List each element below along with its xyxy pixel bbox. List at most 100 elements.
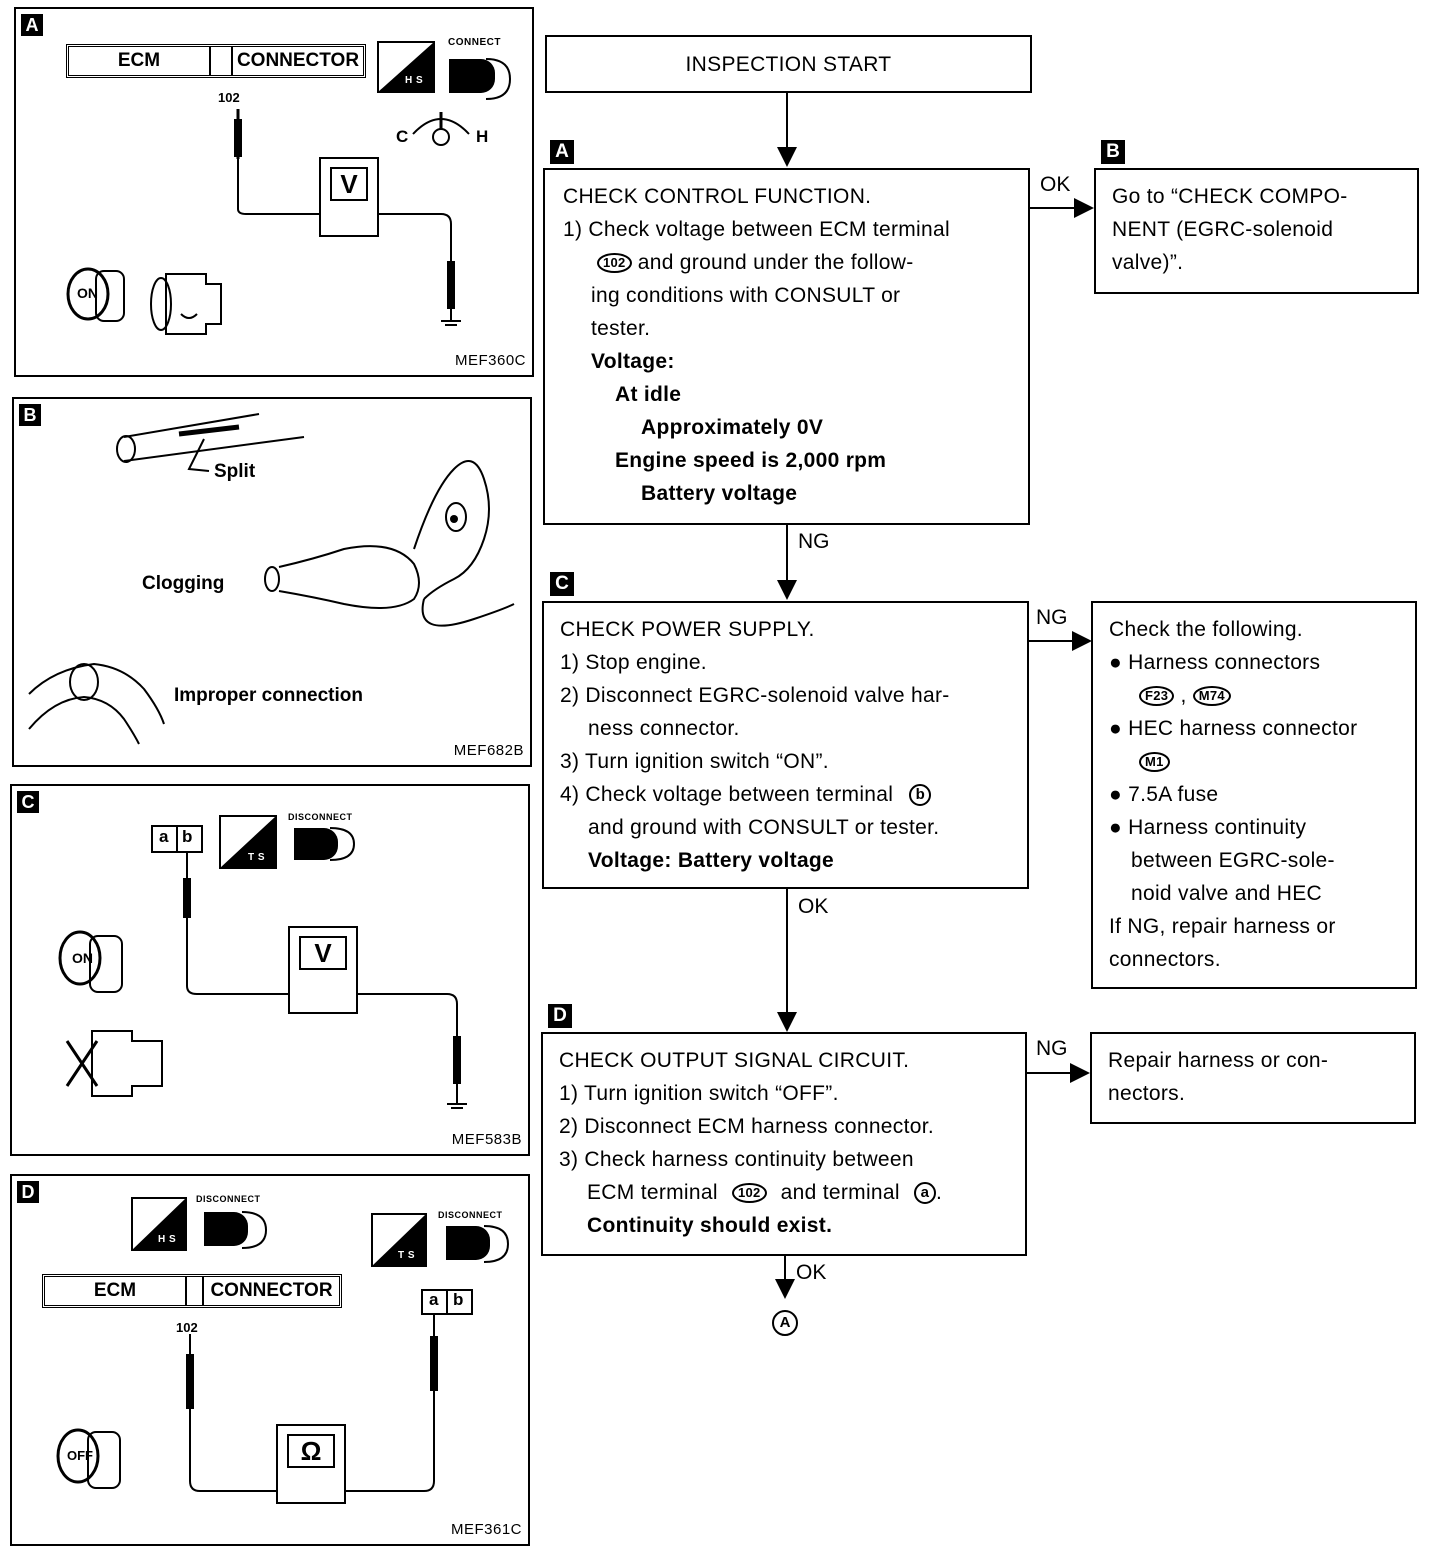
key-off-label: OFF xyxy=(67,1448,93,1463)
step-a-approx-0v: Approximately 0V xyxy=(641,416,824,439)
step-c-line-1: 1) Stop engine. xyxy=(560,651,707,674)
connector-separator: , xyxy=(1180,684,1187,707)
step-c-line-6: and ground with CONSULT or tester. xyxy=(588,816,940,839)
key-on-label: ON xyxy=(77,285,98,301)
panel-d-letter: D xyxy=(17,1181,39,1203)
step-c-ng-box: Check the following. ● Harness connector… xyxy=(1091,601,1417,989)
ecm-label: ECM xyxy=(45,1277,187,1305)
connector-label: CONNECTOR xyxy=(202,1277,339,1305)
connector-terminal-a: a xyxy=(429,1290,439,1309)
voltmeter: V xyxy=(319,157,379,237)
voltmeter-face: V xyxy=(299,936,347,970)
voltmeter: V xyxy=(288,926,358,1014)
step-c-ng-line-8: between EGRC-sole- xyxy=(1131,849,1335,872)
step-c-line-4: 3) Turn ignition switch “ON”. xyxy=(560,750,829,773)
step-c-title: CHECK POWER SUPPLY. xyxy=(560,618,815,641)
connector-terminal-b: b xyxy=(182,827,193,846)
hs-label[interactable]: H S xyxy=(405,75,424,86)
step-c-box: CHECK POWER SUPPLY. 1) Stop engine. 2) D… xyxy=(542,601,1029,889)
step-c-ng-line-3: F23 , M74 xyxy=(1109,679,1415,712)
ng-label-d-to-repair: NG xyxy=(1036,1037,1068,1060)
hs-label[interactable]: H S xyxy=(158,1234,177,1245)
step-b-line-1: Go to “CHECK COMPO- xyxy=(1112,185,1348,208)
clogging-label: Clogging xyxy=(142,573,225,594)
step-a-voltage-label: Voltage: xyxy=(591,350,675,373)
disconnect-label-2: DISCONNECT xyxy=(438,1210,503,1220)
ng-label-c-to-check: NG xyxy=(1036,606,1068,629)
continue-to-a-marker: A xyxy=(772,1310,798,1336)
step-d-line-1: 1) Turn ignition switch “OFF”. xyxy=(559,1082,839,1105)
panel-b-letter: B xyxy=(19,404,41,426)
terminal-a-badge: a xyxy=(913,1182,936,1205)
step-a-battery-voltage: Battery voltage xyxy=(641,482,798,505)
step-c-ng-line-11: connectors. xyxy=(1109,948,1221,971)
step-c-ng-line-10: If NG, repair harness or xyxy=(1109,915,1336,938)
step-d-line-4a: ECM terminal xyxy=(587,1181,718,1204)
step-d-line-4b: and terminal xyxy=(780,1181,900,1204)
illustration-panel-a: A ECM CONNECTOR 102 CONNECT H S C H V ON… xyxy=(14,7,534,377)
step-a-badge: A xyxy=(550,140,574,164)
connector-terminal-b: b xyxy=(453,1290,464,1309)
step-c-ng-line-7: ● Harness continuity xyxy=(1109,816,1307,839)
step-c-line-5: 4) Check voltage between terminal b xyxy=(560,778,1027,811)
step-c-line-5-text: 4) Check voltage between terminal xyxy=(560,783,894,806)
step-a-title: CHECK CONTROL FUNCTION. xyxy=(563,185,872,208)
terminal-102-label: 102 xyxy=(218,90,240,105)
step-d-line-3: 3) Check harness continuity between xyxy=(559,1148,914,1171)
ohmmeter: Ω xyxy=(276,1424,346,1504)
panel-b-drawing xyxy=(28,413,515,745)
illustration-panel-d: D DISCONNECT DISCONNECT H S T S ECM CONN… xyxy=(10,1174,530,1546)
ecm-connector-block: ECM CONNECTOR xyxy=(66,44,366,78)
connector-m74-badge: M74 xyxy=(1192,686,1231,707)
disconnect-label: DISCONNECT xyxy=(288,812,353,822)
ts-label[interactable]: T S xyxy=(398,1250,416,1261)
step-d-line-4: ECM terminal 102 and terminal a. xyxy=(587,1181,943,1205)
step-c-ng-line-5: M1 xyxy=(1109,745,1415,778)
step-a-line-2: 102 and ground under the follow- xyxy=(563,246,1028,279)
connector-f23-badge: F23 xyxy=(1139,686,1175,707)
step-b-line-2: NENT (EGRC-solenoid xyxy=(1112,218,1334,241)
inspection-start-label: INSPECTION START xyxy=(685,52,892,76)
step-d-continuity: Continuity should exist. xyxy=(587,1214,833,1237)
panel-a-letter: A xyxy=(21,14,43,36)
step-d-badge: D xyxy=(548,1004,572,1028)
disconnect-label-1: DISCONNECT xyxy=(196,1194,261,1204)
ecm-label: ECM xyxy=(69,47,211,75)
ohmmeter-face: Ω xyxy=(287,1434,335,1468)
continue-marker-label: A xyxy=(779,1314,791,1331)
step-a-line-2-text: and ground under the follow- xyxy=(637,251,914,274)
panel-c-drawing xyxy=(58,815,467,1109)
step-a-box: CHECK CONTROL FUNCTION. 1) Check voltage… xyxy=(543,168,1030,525)
step-a-line-4: tester. xyxy=(591,317,651,340)
step-c-ng-line-9: noid valve and HEC xyxy=(1131,882,1323,905)
connector-label: CONNECTOR xyxy=(231,47,363,75)
ecm-connector-block: ECM CONNECTOR xyxy=(42,1274,342,1308)
connector-m1-badge: M1 xyxy=(1139,752,1170,773)
panel-b-code: MEF682B xyxy=(453,742,524,759)
step-b-badge: B xyxy=(1101,140,1125,164)
step-c-ng-line-2: ● Harness connectors xyxy=(1109,651,1321,674)
panel-c-code: MEF583B xyxy=(451,1131,522,1148)
inspection-start-box: INSPECTION START xyxy=(545,35,1032,93)
step-c-ng-line-1: Check the following. xyxy=(1109,618,1303,641)
step-c-line-3: ness connector. xyxy=(588,717,740,740)
step-d-ng-box: Repair harness or con- nectors. xyxy=(1090,1032,1416,1124)
split-label: Split xyxy=(214,461,256,482)
panel-c-letter: C xyxy=(17,791,39,813)
panel-a-code: MEF360C xyxy=(454,352,526,369)
terminal-102-label: 102 xyxy=(176,1320,198,1335)
step-b-line-3: valve)”. xyxy=(1112,251,1184,274)
step-a-engine-speed: Engine speed is 2,000 rpm xyxy=(615,449,887,472)
voltmeter-face: V xyxy=(330,167,368,201)
step-c-line-2: 2) Disconnect EGRC-solenoid valve har- xyxy=(560,684,950,707)
ts-label[interactable]: T S xyxy=(248,852,266,863)
step-c-badge: C xyxy=(550,572,574,596)
step-d-ng-line-1: Repair harness or con- xyxy=(1108,1049,1329,1072)
ng-label-a-to-c: NG xyxy=(798,530,830,553)
step-a-line-1: 1) Check voltage between ECM terminal xyxy=(563,218,950,241)
connect-label: CONNECT xyxy=(448,37,501,48)
step-c-voltage: Voltage: Battery voltage xyxy=(588,849,835,872)
improper-connection-label: Improper connection xyxy=(174,685,363,706)
step-a-line-3: ing conditions with CONSULT or xyxy=(591,284,901,307)
